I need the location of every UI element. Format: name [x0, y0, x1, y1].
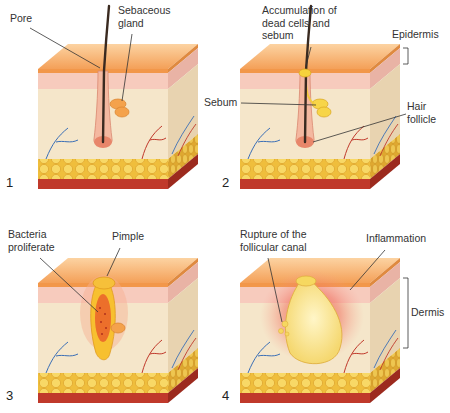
- part-label: Sebum: [204, 96, 237, 109]
- redness: [80, 275, 128, 351]
- skin-block: [38, 258, 198, 403]
- leader-line: [268, 258, 282, 322]
- callout-number: 1: [6, 176, 13, 190]
- part-label: Pore: [10, 12, 32, 25]
- bacteria-core: [95, 294, 111, 342]
- sebum-duct: [306, 84, 314, 104]
- sebum: [317, 107, 331, 117]
- callout-number: 2: [222, 176, 229, 190]
- part-label: Epidermis: [392, 28, 439, 41]
- pimple-head: [93, 277, 115, 289]
- sebaceous-gland: [115, 107, 129, 117]
- part-label: Inflammation: [366, 232, 426, 245]
- leader-line: [313, 114, 406, 142]
- leader-lines: [30, 28, 408, 348]
- leader-line: [306, 47, 311, 66]
- sebaceous-gland: [111, 323, 125, 333]
- skin-block-3: [38, 258, 198, 403]
- bracket: [403, 48, 408, 64]
- part-label: Accumulation of dead cells and sebum: [262, 4, 342, 42]
- leader-line: [122, 34, 132, 101]
- skin-block: [38, 44, 198, 189]
- part-label: Pimple: [112, 230, 144, 243]
- part-label: Bacteria proliferate: [8, 228, 68, 253]
- hair: [103, 6, 109, 142]
- rupture-debris: [279, 321, 290, 336]
- skin-block-1: [38, 6, 198, 189]
- skin-block-4: [240, 258, 400, 403]
- leader-line: [40, 258, 98, 312]
- clog: [299, 69, 311, 77]
- ruptured-follicle: [285, 282, 341, 364]
- leader-line: [350, 250, 385, 290]
- bracket: [403, 278, 408, 348]
- infected-follicle: [91, 285, 116, 360]
- part-label: Rupture of the follicular canal: [240, 228, 340, 253]
- callout-number: 4: [222, 389, 229, 403]
- bacteria: [99, 307, 107, 335]
- part-label: Sebaceous gland: [118, 4, 188, 29]
- pimple-head: [296, 276, 316, 286]
- skin-block: [240, 44, 400, 189]
- leader-line: [107, 248, 120, 276]
- skin-block: [240, 258, 400, 403]
- callout-number: 3: [6, 389, 13, 403]
- part-label: Hair follicle: [407, 100, 447, 125]
- part-label: Dermis: [411, 306, 444, 319]
- leader-line: [241, 103, 316, 105]
- leader-line: [30, 28, 100, 68]
